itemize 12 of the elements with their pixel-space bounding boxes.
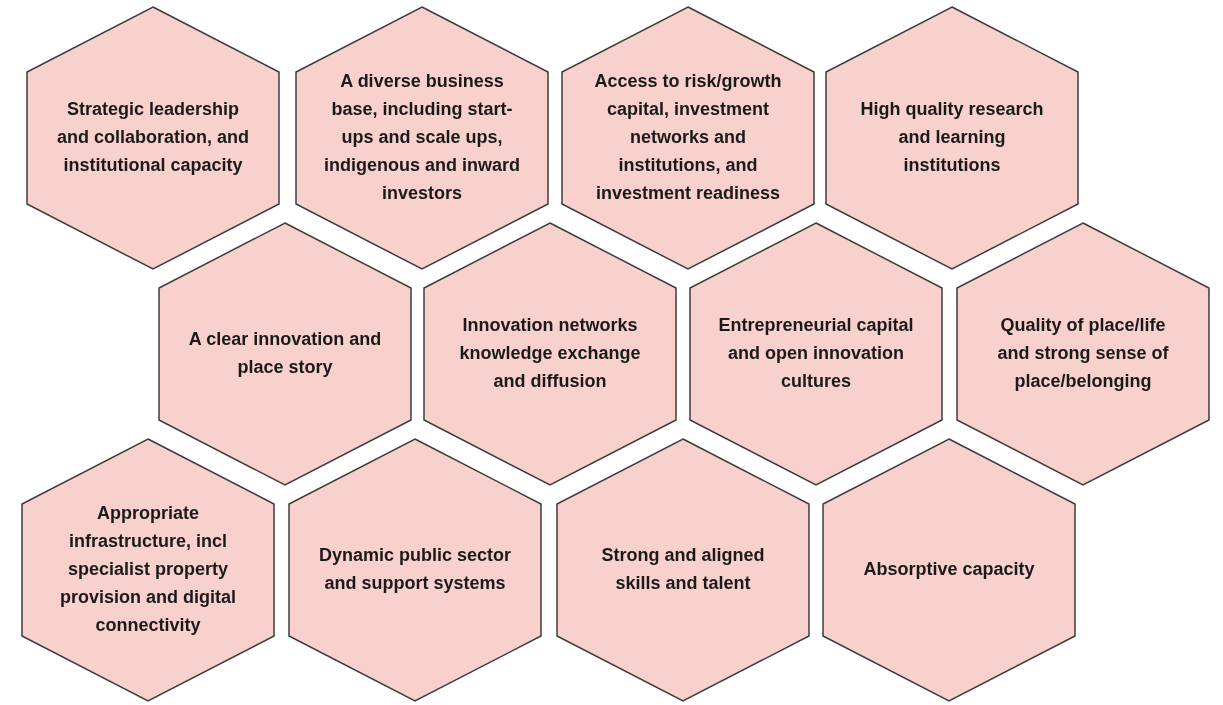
hexagon-label: A clear innovation and place story: [187, 328, 383, 379]
hexagon-label: Strategic leadership and collaboration, and institutional capacity: [56, 98, 250, 177]
hexagon-label: A diverse business base, including start-ups and scale ups, indigenous and inward investors: [324, 70, 520, 205]
hexagon-label: Entrepreneurial capital and open innovation cultures: [718, 314, 914, 393]
hexagon-label: High quality research and learning institutions: [859, 98, 1045, 177]
hexagon-label: Dynamic public sector and support systems: [317, 544, 513, 595]
hexagon-label: Strong and aligned skills and talent: [600, 544, 766, 595]
hexagon-label: Access to risk/growth capital, investment networks and institutions, and investment readiness: [593, 70, 783, 205]
hexagon-label: Innovation networks knowledge exchange and diffusion: [458, 314, 642, 393]
hexagon-label: Appropriate infrastructure, incl specialist property provision and digital connectivity: [59, 502, 237, 637]
hexagon-label: Quality of place/life and strong sense of place/belonging: [996, 314, 1170, 393]
hexagon-label: Absorptive capacity: [862, 558, 1036, 582]
